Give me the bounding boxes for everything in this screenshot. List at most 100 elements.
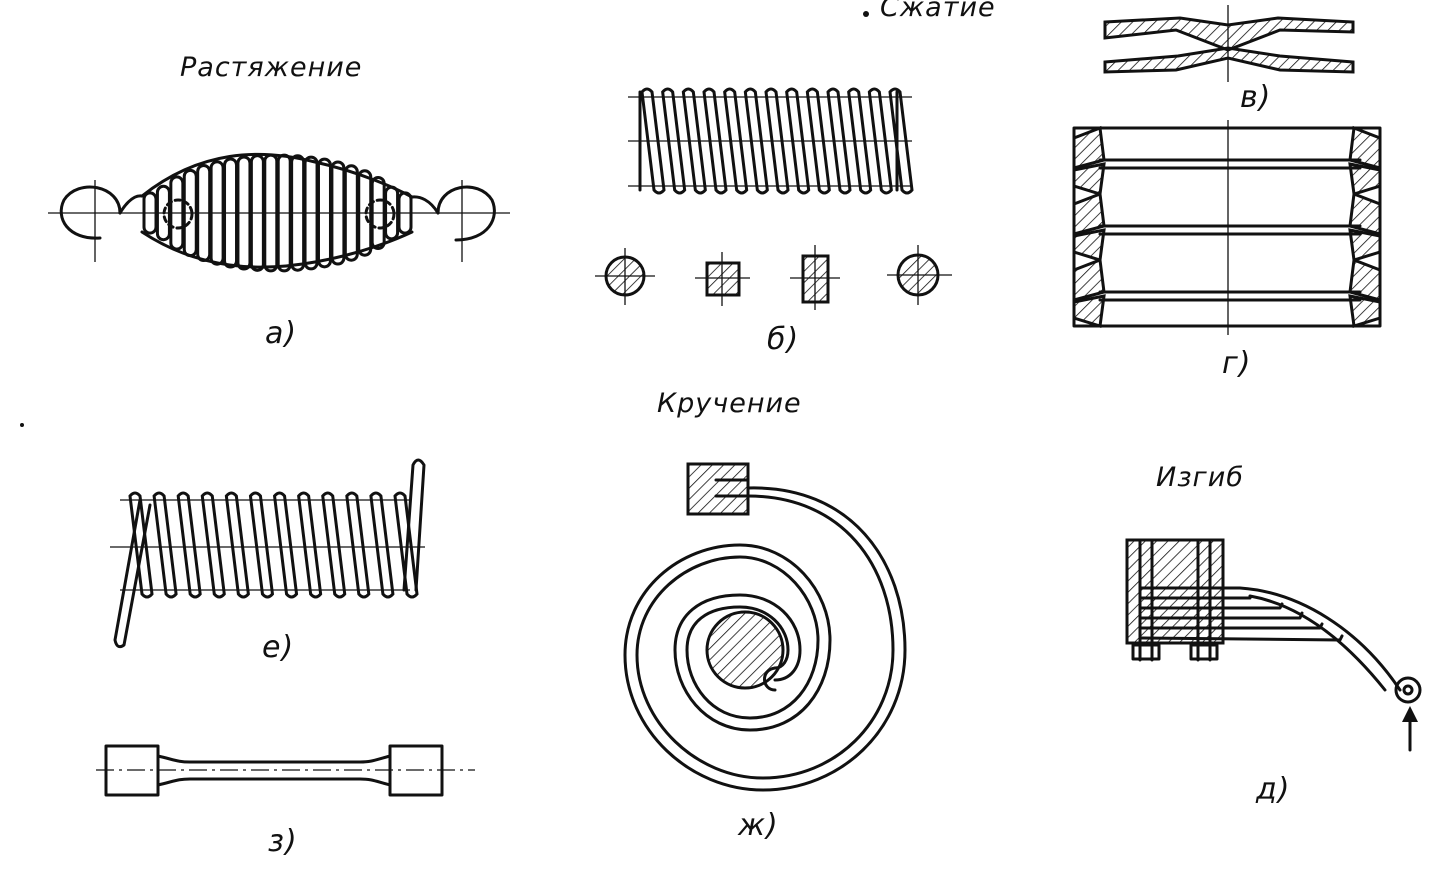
- left-hook: [59, 185, 122, 240]
- caption-v: в): [1240, 80, 1272, 115]
- ring-spring-figure: [1072, 120, 1382, 335]
- ring-section-left-outer: [1072, 228, 1106, 262]
- compression-coil: [640, 87, 666, 195]
- stranded-wire-section: [896, 253, 940, 297]
- spiral-anchor-block: [686, 462, 750, 516]
- compression-coil: [888, 87, 914, 195]
- ring-section-right-outer: [1348, 162, 1382, 196]
- torsion-helical-spring-figure: [110, 458, 426, 649]
- right-inner-hook-hidden: [364, 198, 396, 230]
- ring-section-left-inner: [1072, 191, 1106, 236]
- ring-section-right-inner: [1348, 191, 1382, 236]
- right-bolt-nut: [1189, 643, 1219, 661]
- rect-wire-section: [801, 254, 830, 304]
- torsion-coil: [272, 491, 299, 599]
- ring-section-right-inner: [1348, 125, 1382, 170]
- square-wire-section: [705, 261, 741, 297]
- caption-a: а): [265, 316, 298, 351]
- compression-coil: [785, 87, 811, 195]
- title-bending: Изгиб: [1156, 462, 1244, 493]
- spiral-outer-line: [623, 486, 907, 792]
- right-hook: [436, 185, 496, 242]
- spiral-inner-line: [635, 494, 895, 780]
- leaf-clamp-block: [1125, 538, 1225, 645]
- caption-b: б): [767, 322, 800, 357]
- ring-section-right-inner: [1348, 257, 1382, 302]
- compression-coil: [661, 87, 687, 195]
- torsion-coil: [393, 491, 419, 599]
- torsion-coil: [128, 491, 154, 599]
- leaf-1: [1138, 586, 1402, 692]
- left-inner-hook-hidden: [162, 198, 194, 230]
- upper-leg: [402, 458, 426, 592]
- caption-zh: ж): [738, 808, 779, 843]
- ring-section-right-outer: [1348, 228, 1382, 262]
- barrel-coils: [142, 153, 413, 273]
- torsion-coil: [345, 491, 371, 599]
- compression-spring-figure: [595, 87, 952, 310]
- round-wire-section: [604, 255, 646, 297]
- leaf-3: [1138, 602, 1284, 610]
- tension-spring-figure: [48, 152, 510, 273]
- torsion-coil: [176, 491, 202, 599]
- compression-coil: [805, 87, 831, 195]
- compression-coil: [826, 87, 852, 195]
- spiral-spring-figure: [623, 462, 907, 792]
- leaf-2: [1138, 594, 1387, 692]
- torsion-coil: [321, 491, 347, 599]
- compression-coil: [681, 87, 707, 195]
- bar-lower-neck: [156, 777, 392, 787]
- bar-left-head: [104, 744, 160, 797]
- compression-coil: [867, 87, 893, 195]
- leaf-6: [1138, 634, 1344, 642]
- title-compression: Сжатие: [880, 0, 996, 23]
- leaf-spring-figure: [1125, 538, 1422, 752]
- torsion-coil: [200, 491, 226, 599]
- leaf-5: [1138, 622, 1324, 630]
- stray-dot: [20, 423, 24, 427]
- caption-e: е): [262, 630, 295, 665]
- caption-z: з): [268, 824, 298, 859]
- compression-coils: [638, 87, 914, 195]
- torsion-coils: [128, 491, 419, 599]
- leaf-4: [1138, 611, 1304, 620]
- spiral-hook: [763, 666, 777, 692]
- lower-disc: [1103, 46, 1355, 74]
- lower-leg: [113, 498, 152, 649]
- spiral-arbor: [705, 610, 785, 690]
- compression-coil: [743, 87, 769, 195]
- torsion-coil: [248, 491, 275, 599]
- ring-section-left-inner: [1072, 257, 1106, 302]
- torsion-coil: [369, 491, 395, 599]
- bar-right-head: [388, 744, 444, 797]
- barrel-coil: [397, 191, 413, 235]
- torsion-coil: [297, 491, 323, 599]
- compression-coil: [764, 87, 790, 195]
- title-torsion: Кручение: [657, 388, 802, 419]
- torsion-bar-figure: [96, 744, 475, 797]
- title-tension: Растяжение: [180, 52, 363, 83]
- disc-spring-figure: [1103, 5, 1355, 82]
- bar-upper-neck: [156, 754, 392, 764]
- left-bolt-nut: [1131, 643, 1161, 661]
- leaf-eye: [1394, 676, 1422, 704]
- compression-coil: [702, 87, 728, 195]
- ring-section-left-inner: [1072, 125, 1106, 170]
- compression-coil: [847, 87, 873, 195]
- torsion-coil: [152, 491, 178, 599]
- torsion-coil: [224, 491, 250, 599]
- right-hook-neck: [410, 195, 440, 215]
- ring-sections: [1072, 125, 1382, 328]
- load-arrow-head: [1402, 706, 1418, 722]
- upper-disc: [1103, 16, 1355, 52]
- compression-coil: [723, 87, 749, 195]
- barrel-upper-outline: [140, 152, 414, 199]
- ring-section-left-outer: [1072, 162, 1106, 196]
- bullet-dot: [863, 11, 869, 17]
- ring-section-right-outer: [1348, 294, 1382, 328]
- caption-g: г): [1222, 346, 1252, 381]
- left-hook-neck: [118, 194, 144, 215]
- caption-d: д): [1256, 772, 1291, 807]
